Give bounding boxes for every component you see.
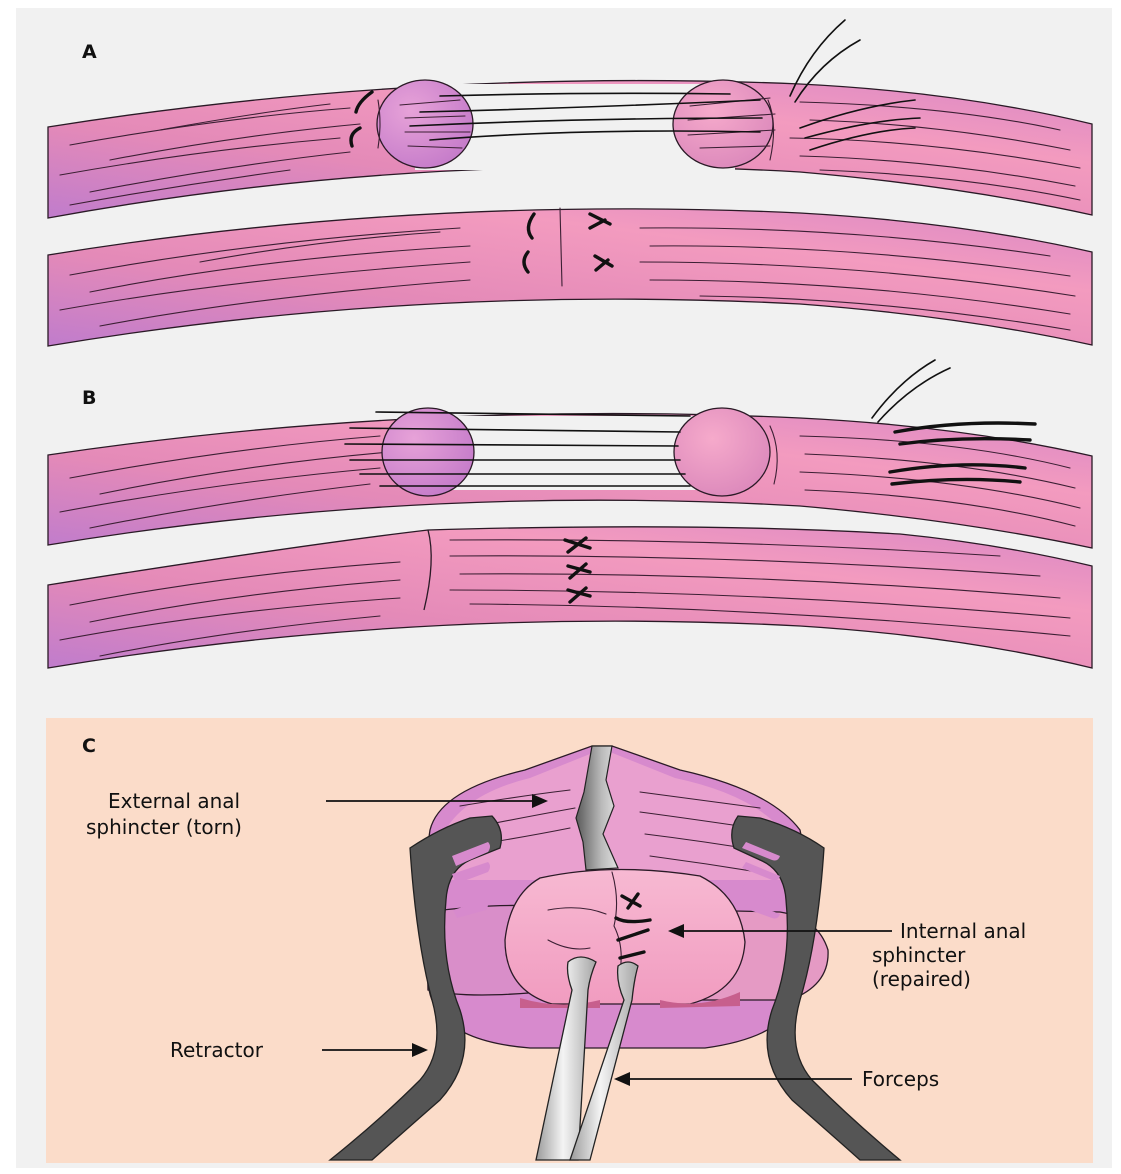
muscle-end-right	[674, 408, 770, 496]
panel-b-letter: B	[82, 387, 96, 409]
panel-c: C	[46, 718, 1093, 1163]
label-internal-line3: (repaired)	[872, 967, 971, 991]
label-internal-line2: sphincter	[872, 943, 966, 967]
label-external-line2: sphincter (torn)	[86, 815, 242, 839]
label-forceps-text: Forceps	[862, 1067, 939, 1091]
label-retractor-text: Retractor	[170, 1038, 264, 1062]
panel-c-letter: C	[82, 735, 96, 757]
label-internal-line1: Internal anal	[900, 919, 1026, 943]
label-external-line1: External anal	[108, 789, 240, 813]
panel-a-letter: A	[82, 41, 97, 63]
muscle-end-left	[382, 408, 474, 496]
